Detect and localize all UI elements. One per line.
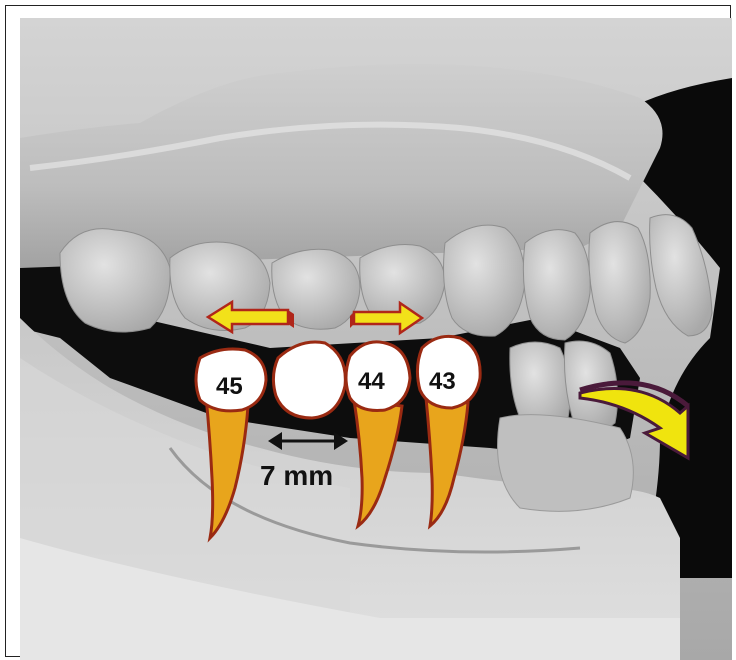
tooth-label-44: 44: [358, 368, 385, 395]
tooth-label-45: 45: [216, 373, 243, 400]
tooth-label-43: 43: [429, 368, 456, 395]
extraction-site-crown: [273, 342, 345, 418]
lower-anterior-teeth: [498, 341, 634, 511]
dental-cast-photo: 45 44 43 7 mm: [20, 18, 732, 660]
measurement-label: 7 mm: [260, 460, 333, 491]
